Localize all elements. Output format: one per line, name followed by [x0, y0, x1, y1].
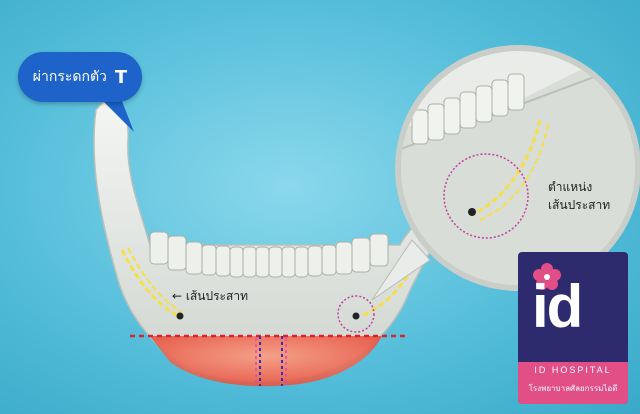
- zoom-label: ตำแหน่ง เส้นประสาท: [548, 178, 610, 214]
- right-nerve-foramen: [353, 313, 360, 320]
- callout-bubble: ผ่ากระดกตัว T: [18, 52, 142, 102]
- teeth-row: [150, 232, 388, 277]
- left-nerve-foramen: [177, 313, 184, 320]
- nerve-label: ← เส้นประสาท: [172, 287, 248, 306]
- logo-name: ID HOSPITAL: [518, 365, 628, 375]
- chin-resection-zone: [150, 336, 382, 386]
- logo-mark: id: [532, 272, 581, 341]
- logo-subtitle: โรงพยาบาลศัลยกรรมไอดี: [518, 382, 628, 395]
- callout-letter: T: [115, 67, 127, 88]
- callout-text: ผ่ากระดกตัว: [33, 66, 107, 88]
- hospital-logo: id ID HOSPITAL โรงพยาบาลศัลยกรรมไอดี: [518, 252, 628, 404]
- zoom-label-line1: ตำแหน่ง: [548, 178, 610, 196]
- zoom-label-line2: เส้นประสาท: [548, 196, 610, 214]
